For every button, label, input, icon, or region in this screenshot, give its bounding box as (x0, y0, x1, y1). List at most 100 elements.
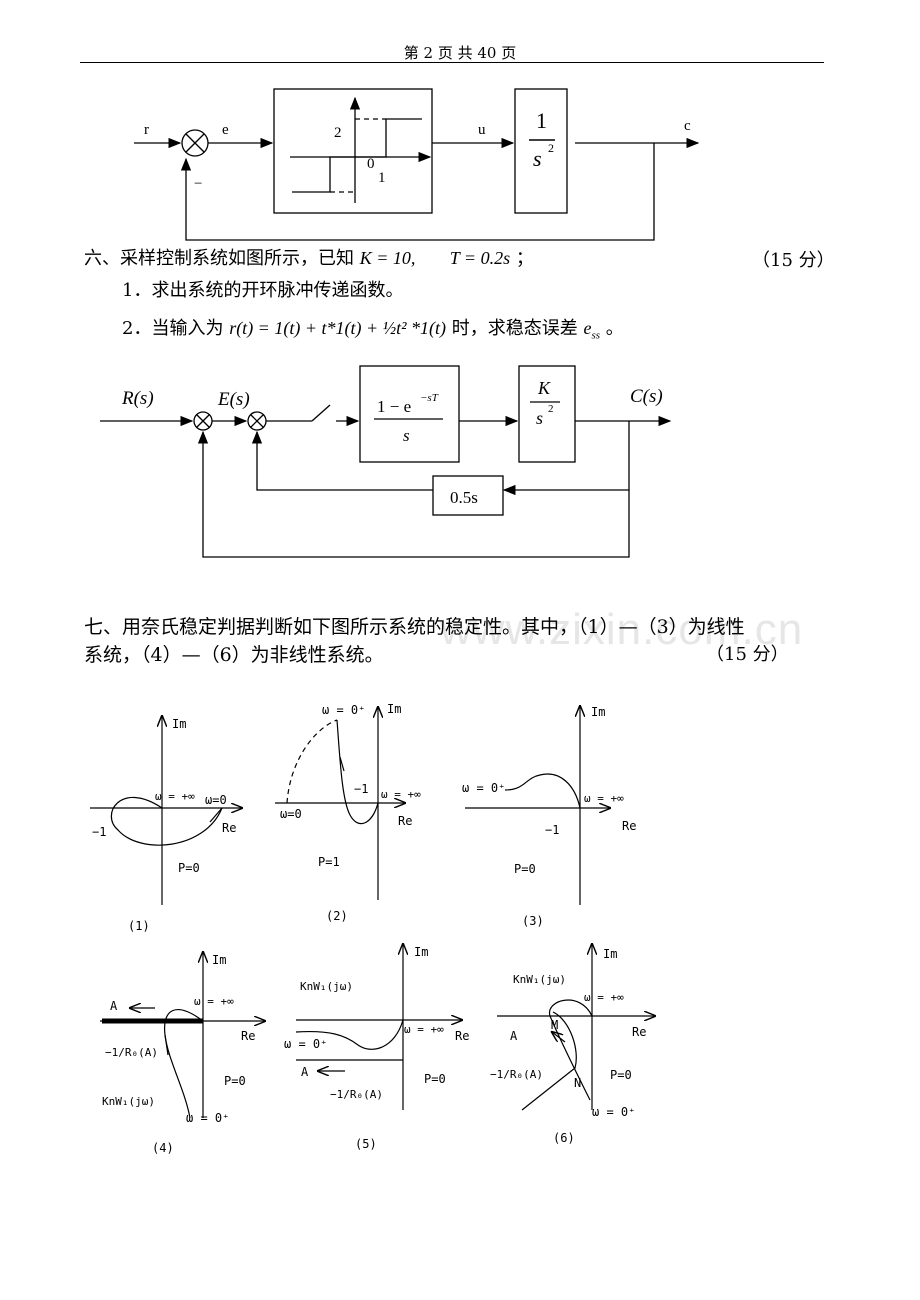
n5-p: P=0 (424, 1072, 446, 1086)
n2-w-zero: ω=0 (280, 807, 302, 821)
tf-numerator: 1 (536, 108, 547, 133)
n5-a: A (301, 1065, 309, 1079)
relay-block-diagram (134, 88, 700, 241)
n6-re: Re (632, 1025, 646, 1039)
q6-t-value: T = 0.2s (449, 248, 511, 268)
n4-describing: −1/R₀(A) (105, 1046, 158, 1059)
n2-caption: (2) (326, 909, 348, 923)
n3-minus-one: −1 (545, 823, 559, 837)
nyquist-plot-2 (275, 707, 405, 900)
n6-im: Im (603, 947, 617, 961)
n6-a: A (510, 1029, 518, 1043)
n2-im: Im (387, 702, 401, 716)
n3-w-0plus: ω = 0⁺ (462, 781, 505, 795)
label-deadzone: 1 (378, 170, 386, 186)
q6-points: （15 分） (752, 250, 835, 271)
header-rule (80, 62, 824, 63)
n5-im: Im (414, 945, 428, 959)
n4-p: P=0 (224, 1074, 246, 1088)
n1-caption: (1) (128, 919, 150, 933)
n3-im: Im (591, 705, 605, 719)
q6-end: ； (515, 248, 534, 269)
feedback-gain: 0.5s (450, 488, 478, 507)
zoh-block (359, 365, 460, 463)
n3-re: Re (622, 819, 636, 833)
label-C: C(s) (630, 386, 663, 407)
n4-re: Re (241, 1029, 255, 1043)
label-level: 2 (334, 125, 342, 141)
q6-item-1: 1．求出系统的开环脉冲传递函数。 (122, 280, 404, 301)
nyquist-labels: Im Re ω = +∞ ω=0 −1 P=0 (1) Im Re ω = +∞… (92, 702, 646, 1155)
plant-denominator: s (536, 408, 543, 428)
zoh-denominator: s (403, 426, 410, 445)
label-minus: − (194, 176, 202, 192)
q6-input-formula: r(t) = 1(t) + t*1(t) + ½t² *1(t) (229, 318, 446, 338)
n5-caption: (5) (355, 1137, 377, 1151)
label-r: r (144, 122, 149, 138)
n6-w-0plus: ω = 0⁺ (592, 1105, 635, 1119)
n6-knw: KnW₁(jω) (513, 973, 566, 986)
label-E: E(s) (217, 389, 250, 410)
n2-minus-one: −1 (354, 782, 368, 796)
nyquist-plot-6 (497, 944, 655, 1111)
q6-heading: 六、采样控制系统如图所示，已知 K = 10, T = 0.2s ； (84, 244, 534, 270)
n4-caption: (4) (152, 1141, 174, 1155)
n3-w-inf: ω = +∞ (584, 792, 624, 805)
q6-ess-sub: ss (591, 329, 601, 342)
plant-exponent: 2 (548, 403, 554, 415)
n6-caption: (6) (553, 1131, 575, 1145)
tf-exponent: 2 (548, 141, 554, 155)
n6-p: P=0 (610, 1068, 632, 1082)
label-e: e (222, 122, 229, 138)
n5-knw: KnW₁(jω) (300, 980, 353, 993)
n1-p: P=0 (178, 861, 200, 875)
tf-denominator: s (533, 146, 542, 171)
n2-p: P=1 (318, 855, 340, 869)
plant-block (518, 365, 576, 463)
n5-w-inf: ω = +∞ (404, 1023, 444, 1036)
n2-w-0plus: ω = 0⁺ (322, 703, 365, 717)
label-c: c (684, 118, 691, 134)
n1-im: Im (172, 717, 186, 731)
nyquist-plot-3 (465, 706, 610, 905)
n6-describing: −1/R₀(A) (490, 1068, 543, 1081)
q6-k-value: K = 10, (359, 248, 416, 268)
n5-describing: −1/R₀(A) (330, 1088, 383, 1101)
n4-w-0plus: ω = 0⁺ (186, 1111, 229, 1125)
q6-ess: e (583, 318, 592, 338)
relay-labels: r e u c − 2 0 1 1 s 2 (144, 108, 691, 192)
n6-n: N (574, 1076, 581, 1090)
n6-m: M (551, 1018, 558, 1032)
nyquist-plot-4 (100, 952, 265, 1119)
sampler-switch (311, 404, 331, 422)
q6-title: 六、采样控制系统如图所示，已知 (84, 248, 354, 269)
q6-item-2-mid: 时，求稳态误差 (451, 318, 578, 339)
relay-nonlinearity-block (273, 88, 433, 214)
n1-w-inf: ω = +∞ (155, 790, 195, 803)
nyquist-plot-5 (295, 944, 462, 1110)
n5-w-0plus: ω = 0⁺ (284, 1037, 327, 1051)
q6-item-2: 2．当输入为 r(t) = 1(t) + t*1(t) + ½t² *1(t) … (122, 314, 624, 342)
zoh-exponent: −sT (420, 392, 439, 404)
label-R: R(s) (121, 388, 154, 409)
n1-re: Re (222, 821, 236, 835)
integrator-block (514, 88, 568, 214)
nyquist-plot-1 (90, 716, 242, 905)
sampled-labels: R(s) E(s) C(s) 1 − e −sT s K s 2 0.5s (121, 378, 663, 507)
q7-line-2: 系统，（4）—（6）为非线性系统。 (84, 644, 384, 666)
n2-w-inf: ω = +∞ (381, 788, 421, 801)
n6-w-inf: ω = +∞ (584, 991, 624, 1004)
label-origin: 0 (367, 156, 375, 172)
zoh-numerator: 1 − e (377, 397, 411, 416)
feedback-gain-block (432, 475, 504, 516)
q7-line-1: 七、用奈氏稳定判据判断如下图所示系统的稳定性。其中，（1）—（3）为线性 (84, 616, 745, 638)
n4-w-inf: ω = +∞ (194, 995, 234, 1008)
plant-numerator: K (537, 378, 551, 398)
sampled-block-diagram (100, 365, 672, 558)
n4-a: A (110, 999, 118, 1013)
n4-knw: KnW₁(jω) (102, 1095, 155, 1108)
q7-points: （15 分） (706, 644, 789, 665)
n2-re: Re (398, 814, 412, 828)
q6-item-2-lead: 2．当输入为 (122, 318, 224, 339)
